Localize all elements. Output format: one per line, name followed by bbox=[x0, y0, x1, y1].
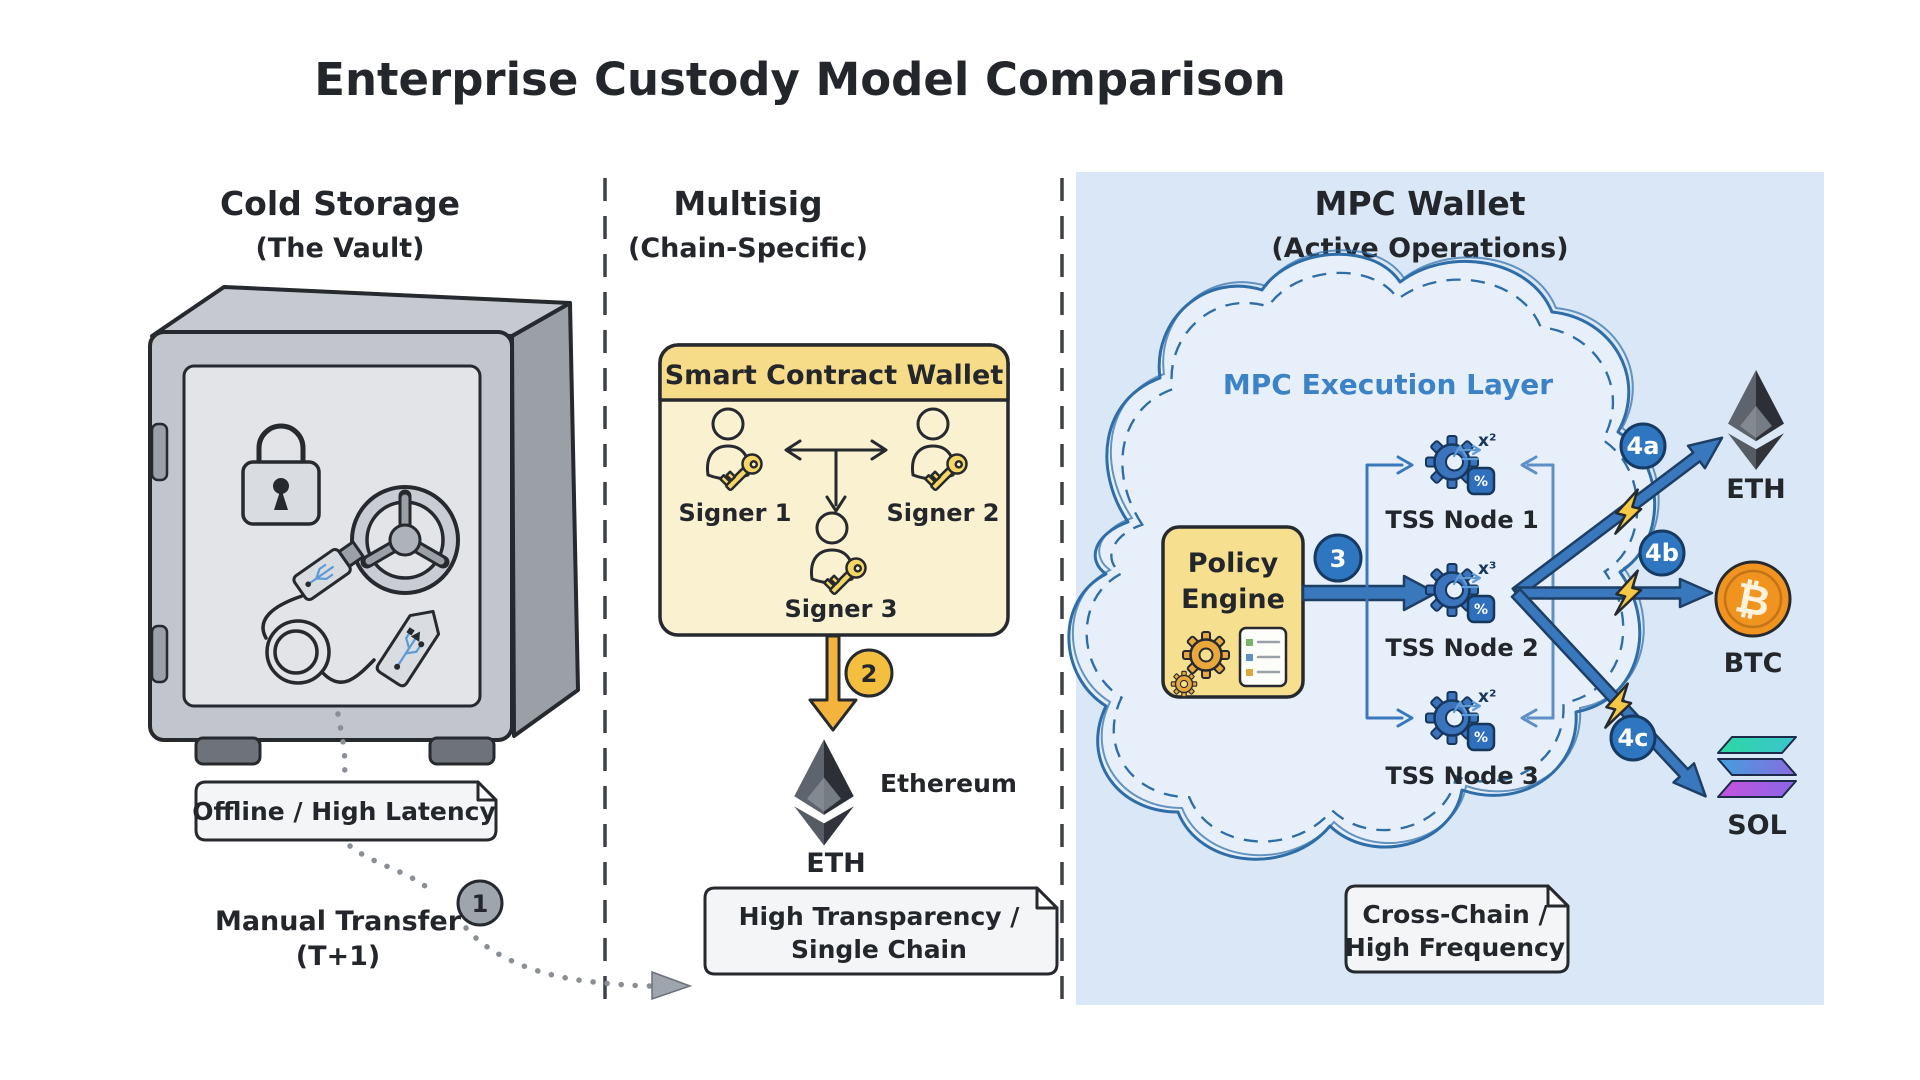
mpc-title: MPC Wallet bbox=[1314, 184, 1525, 223]
node-exponent: x³ bbox=[1478, 559, 1496, 579]
multisig-note: High Transparency / Single Chain bbox=[703, 886, 1059, 976]
svg-text:TSS Node 1: TSS Node 1 bbox=[1385, 506, 1538, 534]
mpc-note-line2: High Frequency bbox=[1345, 933, 1565, 962]
sol-icon bbox=[1717, 736, 1797, 798]
arrow-to-eth bbox=[1511, 436, 1724, 599]
svg-text:3: 3 bbox=[1330, 545, 1347, 573]
svg-text:%: % bbox=[1474, 474, 1488, 490]
svg-text:1: 1 bbox=[472, 890, 489, 918]
multisig-subtitle: (Chain-Specific) bbox=[628, 233, 868, 264]
svg-text:Signer 1: Signer 1 bbox=[679, 499, 792, 527]
svg-text:TSS Node 2: TSS Node 2 bbox=[1385, 634, 1538, 662]
offline-note: Offline / High Latency bbox=[192, 780, 498, 842]
card-title: Smart Contract Wallet bbox=[665, 360, 1004, 391]
signer-3: Signer 3 bbox=[785, 511, 898, 623]
multisig-title: Multisig bbox=[673, 184, 822, 223]
mpc-section: MPC Wallet (Active Operations) MPC Execu… bbox=[1067, 184, 1797, 974]
btc-destination-label: BTC bbox=[1724, 648, 1783, 679]
eth-destination-label: ETH bbox=[1726, 474, 1785, 505]
tss-node-3: x² % TSS Node 3 bbox=[1385, 687, 1538, 790]
multisig-note-line1: High Transparency / bbox=[739, 902, 1021, 931]
policy-gear-icon bbox=[1181, 630, 1231, 680]
step-4c-badge: 4c bbox=[1609, 714, 1657, 762]
svg-text:4a: 4a bbox=[1627, 432, 1660, 460]
signer-1: Signer 1 bbox=[679, 407, 792, 527]
manual-transfer-sublabel: (T+1) bbox=[296, 941, 381, 972]
sol-destination-label: SOL bbox=[1727, 810, 1787, 841]
smart-contract-wallet-card: Smart Contract Wallet Signer 1 Signer 2 … bbox=[658, 343, 1010, 637]
cold-storage-section: Cold Storage (The Vault) bbox=[148, 184, 693, 1001]
transfer-dotted-curve-upper bbox=[347, 843, 433, 893]
step-1-badge: 1 bbox=[456, 879, 504, 927]
diagram-title: Enterprise Custody Model Comparison bbox=[314, 53, 1286, 106]
node-exponent: x² bbox=[1478, 687, 1496, 707]
multisig-section: Multisig (Chain-Specific) Smart Contract… bbox=[628, 184, 1059, 976]
transfer-arrowhead bbox=[651, 970, 693, 1001]
arrow-to-sol bbox=[1510, 587, 1707, 798]
tss-node-2: x³ % TSS Node 2 bbox=[1385, 559, 1538, 662]
manual-transfer-label: Manual Transfer bbox=[215, 906, 462, 937]
svg-text:%: % bbox=[1474, 602, 1488, 618]
vault-icon bbox=[148, 285, 580, 766]
broadcast-arrow bbox=[808, 634, 858, 732]
svg-text:Signer 2: Signer 2 bbox=[887, 499, 1000, 527]
cold-storage-title: Cold Storage bbox=[220, 184, 460, 223]
cold-storage-subtitle: (The Vault) bbox=[255, 233, 424, 264]
fraction-badge bbox=[1466, 466, 1496, 496]
svg-text:%: % bbox=[1474, 730, 1488, 746]
multisig-note-line2: Single Chain bbox=[791, 935, 967, 964]
step-4b-badge: 4b bbox=[1638, 529, 1686, 577]
vault-wheel-icon bbox=[350, 485, 460, 595]
signer-arrows bbox=[784, 439, 888, 513]
step-3-badge: 3 bbox=[1313, 533, 1363, 583]
arrow-to-btc bbox=[1514, 577, 1714, 609]
policy-engine-line1: Policy bbox=[1188, 548, 1279, 579]
svg-text:2: 2 bbox=[861, 660, 878, 688]
vault-hinge-top bbox=[150, 422, 169, 482]
offline-dotted-connector bbox=[335, 711, 348, 781]
svg-text:Signer 3: Signer 3 bbox=[785, 595, 898, 623]
mpc-execution-layer-label: MPC Execution Layer bbox=[1223, 368, 1553, 401]
policy-checklist-icon bbox=[1238, 626, 1288, 688]
policy-to-node-arrow bbox=[1301, 574, 1438, 612]
vault-side-face bbox=[510, 301, 580, 738]
vault-foot-right bbox=[428, 736, 496, 766]
signer-2: Signer 2 bbox=[887, 407, 1000, 527]
usb-stick-icon bbox=[375, 609, 441, 688]
node-exponent: x² bbox=[1478, 431, 1496, 451]
svg-text:4b: 4b bbox=[1645, 539, 1679, 567]
mpc-note-line1: Cross-Chain / bbox=[1362, 900, 1548, 929]
lock-icon bbox=[241, 423, 321, 526]
btc-icon: ₿ bbox=[1714, 560, 1792, 638]
mpc-note: Cross-Chain / High Frequency bbox=[1344, 884, 1570, 974]
fanout-arrows bbox=[1510, 436, 1724, 798]
fraction-badge bbox=[1466, 594, 1496, 624]
step-4a-badge: 4a bbox=[1619, 422, 1667, 470]
offline-note-text: Offline / High Latency bbox=[192, 797, 496, 826]
fraction-badge bbox=[1466, 722, 1496, 752]
node-branch-lines bbox=[1365, 455, 1414, 728]
policy-engine-box: Policy Engine bbox=[1161, 525, 1305, 699]
ethereum-label: Ethereum bbox=[880, 769, 1017, 798]
usb-cable-icon bbox=[261, 540, 376, 685]
vault-hinge-bottom bbox=[150, 624, 169, 684]
tss-node-1: x² % TSS Node 1 bbox=[1385, 431, 1538, 534]
policy-engine-line2: Engine bbox=[1181, 584, 1285, 615]
policy-small-gear-icon bbox=[1170, 670, 1198, 698]
eth-ticker-label: ETH bbox=[806, 848, 865, 879]
transfer-dotted-curve-lower bbox=[463, 925, 655, 989]
vault-foot-left bbox=[194, 736, 262, 766]
svg-text:TSS Node 3: TSS Node 3 bbox=[1385, 762, 1538, 790]
svg-text:4c: 4c bbox=[1618, 724, 1649, 752]
step-2-badge: 2 bbox=[844, 648, 894, 698]
